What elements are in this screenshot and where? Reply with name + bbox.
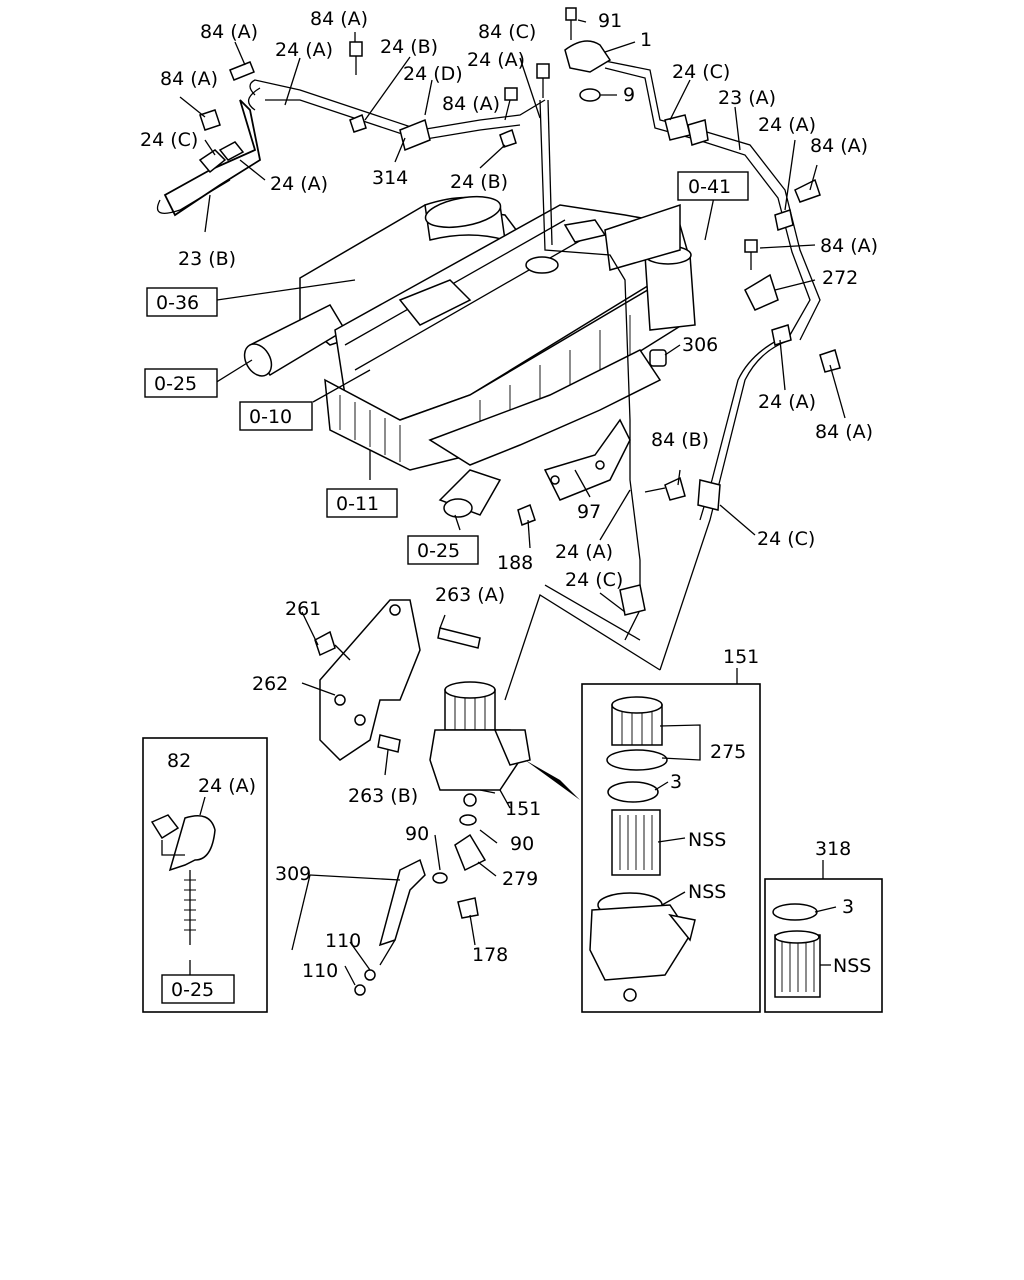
callout-263b: 263 (B) (348, 785, 418, 807)
callout-82: 82 (167, 750, 191, 772)
callout-84a: 84 (A) (820, 235, 878, 257)
callout-24a: 24 (A) (758, 114, 816, 136)
callout-24c: 24 (C) (565, 569, 623, 591)
callout-3: 3 (670, 771, 682, 793)
callout-labels: 84 (A) 84 (A) 84 (C) 91 1 24 (A) 24 (B) … (140, 8, 878, 982)
leader-lines (161, 19, 846, 986)
callout-84b: 84 (B) (651, 429, 709, 451)
callout-178: 178 (472, 944, 508, 966)
callout-3: 3 (842, 896, 854, 918)
callout-24b: 24 (B) (450, 171, 508, 193)
detail-box-318 (764, 878, 883, 1013)
callout-309: 309 (275, 863, 311, 885)
callout-261: 261 (285, 598, 321, 620)
callout-84a: 84 (A) (810, 135, 868, 157)
callout-97: 97 (577, 501, 601, 523)
fasteners (199, 7, 841, 526)
ref-0-10: 0-10 (249, 406, 292, 428)
callout-24a: 24 (A) (467, 49, 525, 71)
callout-110: 110 (325, 930, 361, 952)
ref-0-41: 0-41 (688, 176, 731, 198)
callout-306: 306 (682, 334, 718, 356)
callout-24c: 24 (C) (140, 129, 198, 151)
lower-parts (354, 814, 487, 996)
callout-84a: 84 (A) (160, 68, 218, 90)
callout-84a: 84 (A) (815, 421, 873, 443)
ref-0-36: 0-36 (156, 292, 199, 314)
callout-272: 272 (822, 267, 858, 289)
detail-box-clamp (142, 737, 268, 1013)
fuel-lines (156, 59, 821, 701)
ref-0-25: 0-25 (171, 979, 214, 1001)
callout-275: 275 (710, 741, 746, 763)
callout-23b: 23 (B) (178, 248, 236, 270)
callout-24d: 24 (D) (403, 63, 463, 85)
callout-24a: 24 (A) (275, 39, 333, 61)
callout-24a: 24 (A) (270, 173, 328, 195)
callout-279: 279 (502, 868, 538, 890)
callout-188: 188 (497, 552, 533, 574)
callout-263a: 263 (A) (435, 584, 505, 606)
callout-84c: 84 (C) (478, 21, 536, 43)
callout-84a: 84 (A) (200, 21, 258, 43)
callout-84a: 84 (A) (310, 8, 368, 30)
callout-24c: 24 (C) (757, 528, 815, 550)
callout-9: 9 (623, 84, 635, 106)
callout-1: 1 (640, 29, 652, 51)
ref-0-25: 0-25 (417, 540, 460, 562)
callout-24c: 24 (C) (672, 61, 730, 83)
engine-assembly (243, 195, 696, 518)
callout-23a: 23 (A) (718, 87, 776, 109)
ref-0-25: 0-25 (154, 373, 197, 395)
callout-24a: 24 (A) (555, 541, 613, 563)
callout-110: 110 (302, 960, 338, 982)
callout-262: 262 (252, 673, 288, 695)
callout-151: 151 (723, 646, 759, 668)
feed-pump-assembly (314, 599, 580, 807)
callout-151: 151 (505, 798, 541, 820)
callout-24b: 24 (B) (380, 36, 438, 58)
reference-boxes: 0-41 0-36 0-25 0-10 0-11 0-25 0-25 (144, 171, 749, 1004)
callout-90: 90 (405, 823, 429, 845)
callout-nss: NSS (688, 881, 726, 903)
callout-nss: NSS (833, 955, 871, 977)
callout-24a: 24 (A) (198, 775, 256, 797)
callout-24a: 24 (A) (758, 391, 816, 413)
callout-314: 314 (372, 167, 408, 189)
callout-318: 318 (815, 838, 851, 860)
callout-nss: NSS (688, 829, 726, 851)
detail-box-151 (581, 683, 761, 1013)
callout-84a: 84 (A) (442, 93, 500, 115)
callout-90: 90 (510, 833, 534, 855)
callout-91: 91 (598, 10, 622, 32)
ref-0-11: 0-11 (336, 493, 379, 515)
